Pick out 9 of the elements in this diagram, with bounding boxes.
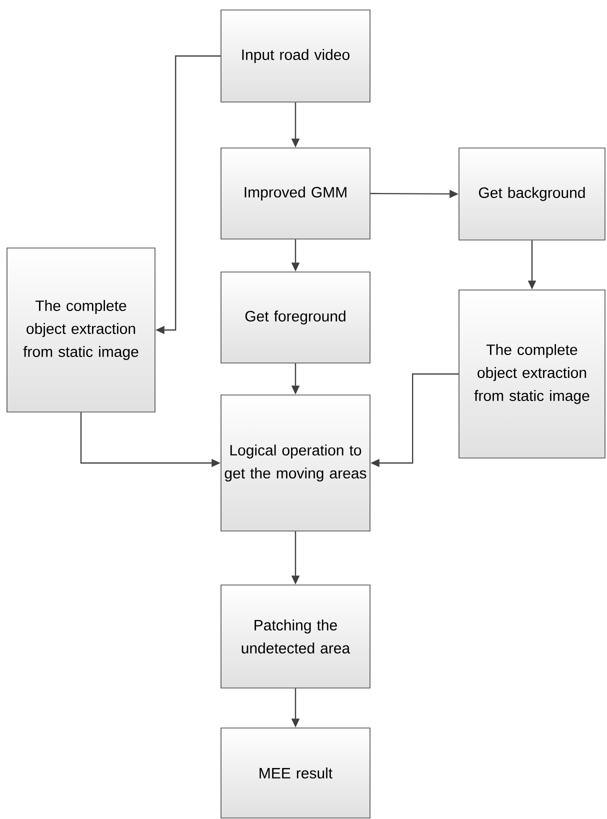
process-box: Logical operation to get the moving areas: [220, 394, 370, 532]
process-box: The complete object extraction from static image: [6, 248, 156, 412]
process-box: The complete object extraction from static image: [458, 290, 606, 458]
process-box: Get background: [458, 148, 606, 240]
process-box: Improved GMM: [220, 148, 370, 240]
process-box: Input road video: [220, 10, 370, 102]
process-box: MEE result: [220, 728, 370, 818]
process-box: Get foreground: [220, 272, 370, 364]
process-box: Patching the undetected area: [220, 584, 370, 688]
